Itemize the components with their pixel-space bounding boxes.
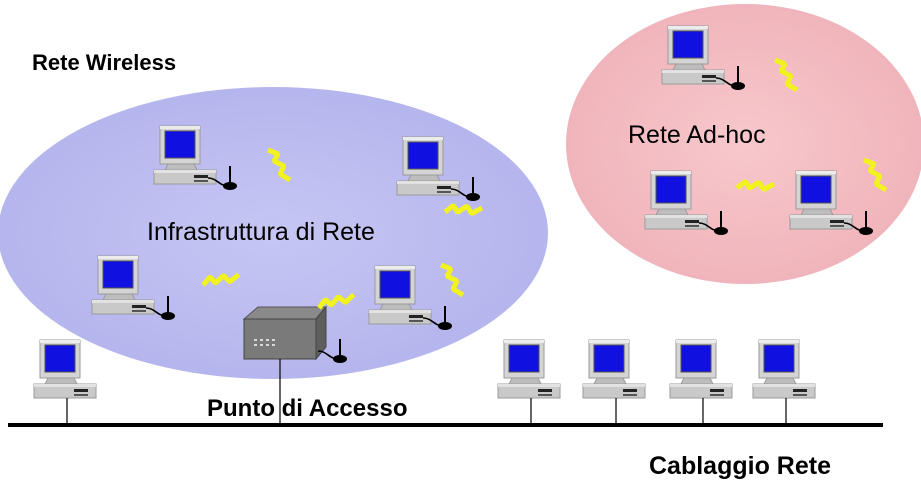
wired-network-label: Cablaggio Rete	[649, 452, 831, 480]
wireless-network-title: Rete Wireless	[32, 50, 177, 75]
infrastructure-label: Infrastruttura di Rete	[147, 218, 375, 246]
wired-computer-1	[33, 339, 97, 425]
access-point-device-icon	[242, 305, 348, 425]
access-point-label: Punto di Accesso	[207, 395, 408, 422]
wired-computer-3	[582, 339, 646, 425]
adhoc-label: Rete Ad-hoc	[628, 121, 766, 149]
wired-computer-5	[752, 339, 816, 425]
wired-computer-4	[669, 339, 733, 425]
wired-computer-2	[497, 339, 561, 425]
